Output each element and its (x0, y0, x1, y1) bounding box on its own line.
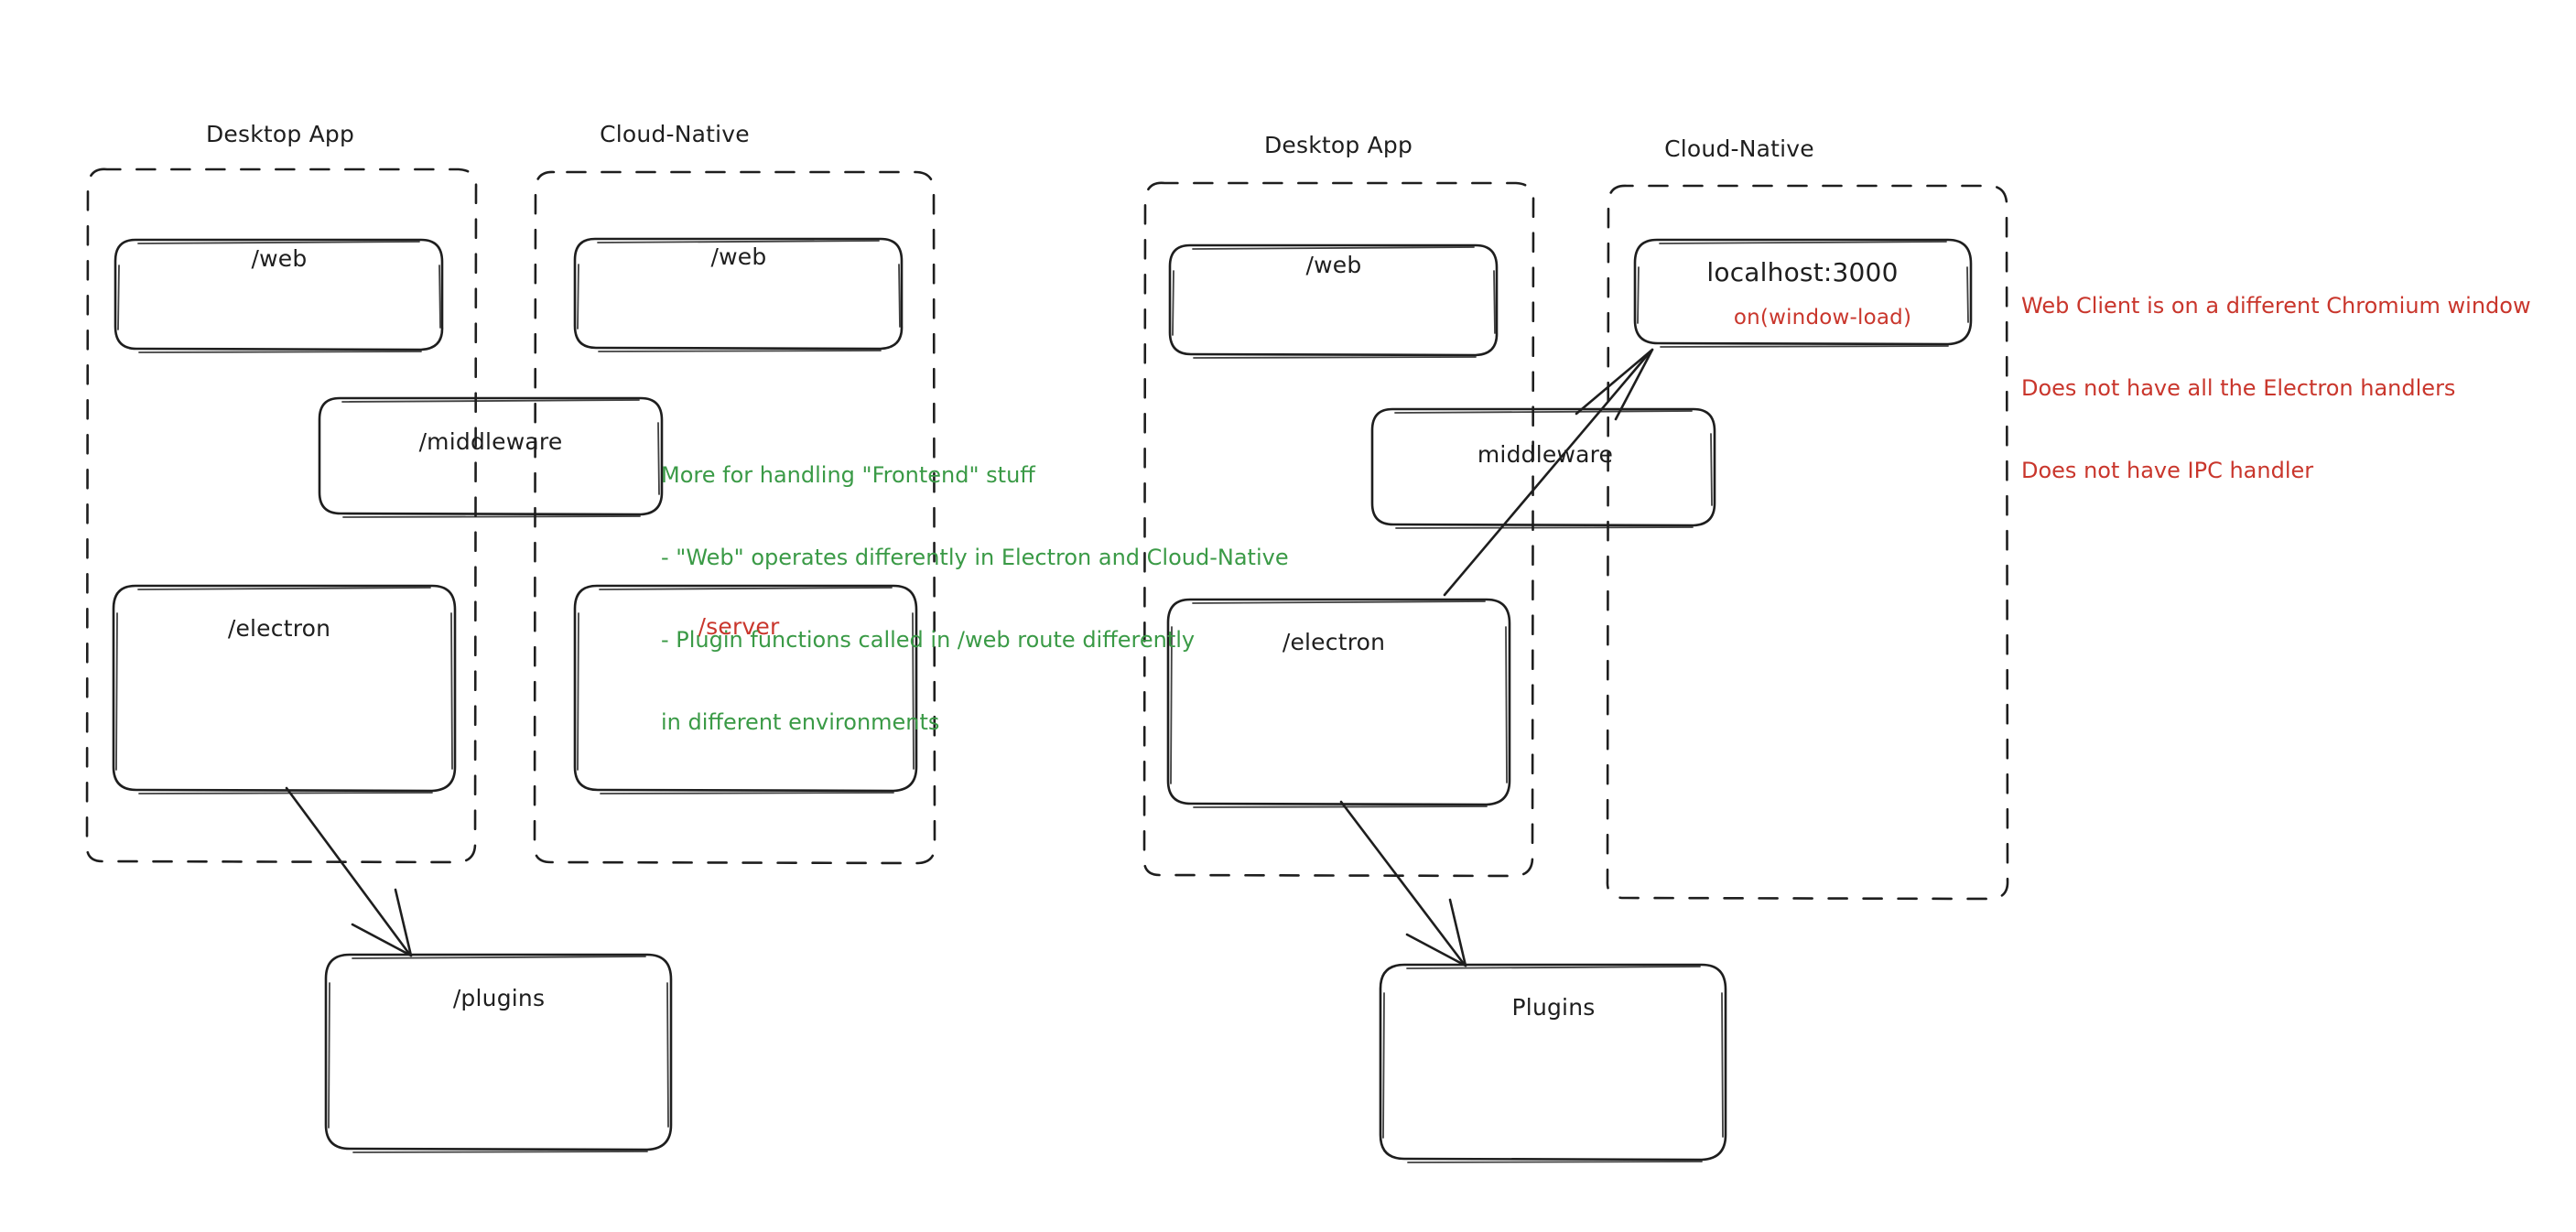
connector-right-electron-to-plugins (1339, 800, 1467, 967)
group-left-desktop-app (85, 168, 478, 864)
box-left-plugins[interactable] (324, 953, 673, 1153)
box-left-desktop-web[interactable] (114, 238, 444, 353)
connector-left-electron-to-plugins (285, 786, 413, 957)
box-left-middleware[interactable] (318, 396, 664, 518)
box-left-electron[interactable] (112, 584, 457, 794)
box-left-server[interactable] (573, 584, 918, 794)
box-right-desktop-web[interactable] (1168, 243, 1499, 359)
box-right-electron[interactable] (1166, 598, 1511, 808)
box-left-cloud-web[interactable] (573, 237, 904, 352)
connector-right-electron-to-localhost (1443, 348, 1654, 597)
box-right-plugins[interactable] (1379, 963, 1727, 1163)
group-left-cloud-native (533, 170, 936, 865)
box-right-middleware[interactable] (1370, 407, 1716, 529)
group-right-desktop-app (1142, 181, 1535, 878)
group-right-cloud-native (1606, 184, 2009, 901)
box-right-localhost[interactable] (1633, 238, 1973, 348)
